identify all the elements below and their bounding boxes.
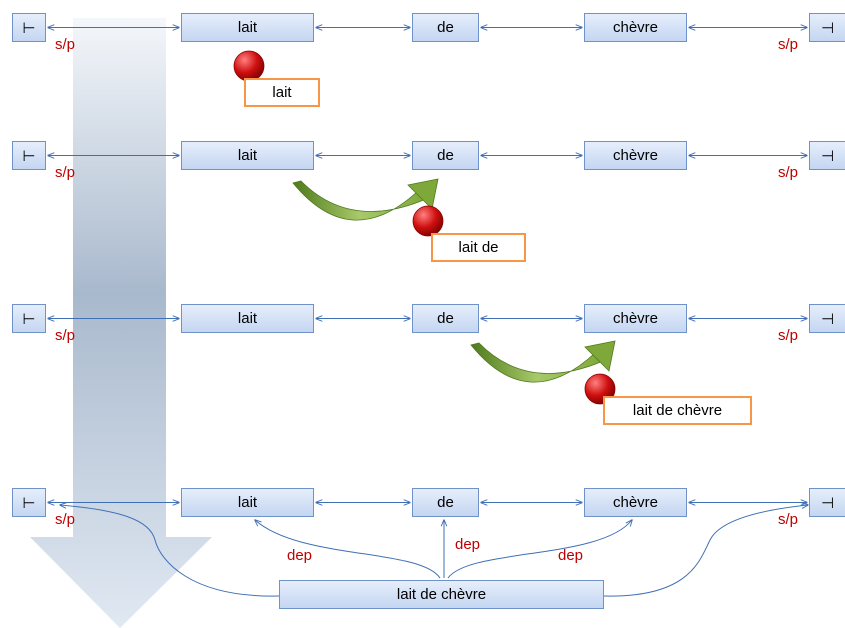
shift-arrow-lait-de — [292, 178, 439, 221]
sp-label-end: s/p — [778, 164, 799, 181]
word-node-lait: lait — [181, 141, 314, 170]
arc-end — [603, 505, 808, 597]
word-node-lait: lait — [181, 304, 314, 333]
sp-label-end: s/p — [778, 327, 799, 344]
curve-arrow-layer — [292, 178, 616, 383]
shift-arrow-de-chevre — [470, 340, 616, 383]
link-layer — [48, 28, 808, 597]
sp-label-end: s/p — [778, 36, 799, 53]
end-node: ⊣ — [809, 13, 845, 42]
word-node-lait: lait — [181, 13, 314, 42]
word-node-chevre: chèvre — [584, 141, 687, 170]
stage-tag: lait de chèvre — [603, 396, 752, 425]
process-arrow — [30, 18, 212, 628]
dep-label-chevre: dep — [558, 547, 584, 564]
dep-label-de: dep — [455, 536, 481, 553]
sp-label-start: s/p — [55, 327, 76, 344]
sp-label-end: s/p — [778, 511, 799, 528]
word-node-chevre: chèvre — [584, 13, 687, 42]
focus-marker — [412, 205, 444, 237]
end-node: ⊣ — [809, 141, 845, 170]
word-node-lait: lait — [181, 488, 314, 517]
word-node-de: de — [412, 13, 479, 42]
dep-label-lait: dep — [287, 547, 313, 564]
word-node-de: de — [412, 304, 479, 333]
arc-start — [60, 505, 280, 597]
word-node-chevre: chèvre — [584, 304, 687, 333]
dep-arc-chevre — [447, 520, 632, 579]
start-node: ⊢ — [12, 141, 46, 170]
dep-arc-lait — [255, 520, 441, 579]
end-node: ⊣ — [809, 488, 845, 517]
word-node-chevre: chèvre — [584, 488, 687, 517]
start-node: ⊢ — [12, 488, 46, 517]
stage-tag: lait de — [431, 233, 526, 262]
result-node: lait de chèvre — [279, 580, 604, 609]
start-node: ⊢ — [12, 304, 46, 333]
sp-label-start: s/p — [55, 511, 76, 528]
sp-label-start: s/p — [55, 164, 76, 181]
sp-label-start: s/p — [55, 36, 76, 53]
focus-marker — [233, 50, 265, 82]
word-node-de: de — [412, 141, 479, 170]
end-node: ⊣ — [809, 304, 845, 333]
stage-tag: lait — [244, 78, 320, 107]
word-node-de: de — [412, 488, 479, 517]
start-node: ⊢ — [12, 13, 46, 42]
